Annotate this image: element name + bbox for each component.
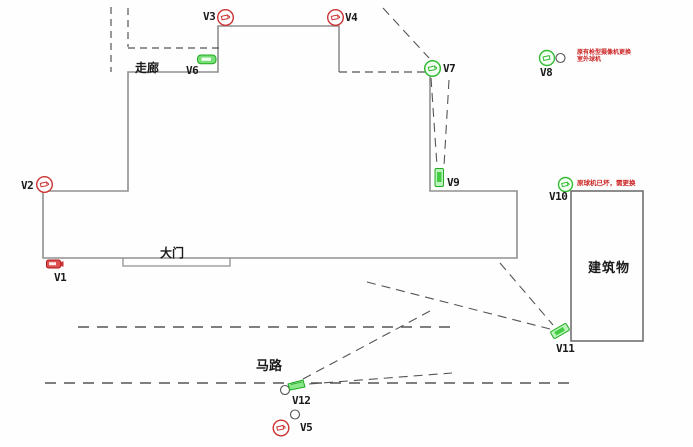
dome-camera-mount-icon xyxy=(538,49,566,67)
dome-camera-mount-icon xyxy=(272,409,301,437)
dome-camera-icon xyxy=(326,8,345,27)
dome-camera-icon xyxy=(423,59,442,78)
camera-v12-label: V12 xyxy=(292,394,311,407)
road-lines xyxy=(45,326,573,384)
v8-annotation: 原有枪型摄像机更换 室外球机 xyxy=(577,49,631,63)
dome-camera-icon xyxy=(557,176,574,193)
v8-annotation-line2: 室外球机 xyxy=(577,56,602,63)
bullet-camera-icon xyxy=(46,259,64,269)
secondary-building-outline xyxy=(570,190,644,342)
v10-annotation: 原球机已坏，需更换 xyxy=(577,179,636,187)
camera-v5-label: V5 xyxy=(300,421,313,434)
cone-camera-mount-icon xyxy=(279,379,306,395)
camera-v7-label: V7 xyxy=(443,62,456,75)
building-label: 建筑物 xyxy=(588,261,631,276)
corridor-dashed-lines xyxy=(110,7,224,72)
corridor-label: 走廊 xyxy=(135,61,160,75)
camera-v11-label: V11 xyxy=(556,342,575,355)
camera-v4-label: V4 xyxy=(345,11,358,24)
dome-camera-icon xyxy=(216,8,235,27)
dome-camera-icon xyxy=(35,175,54,194)
main-building-walls xyxy=(42,25,518,259)
camera-v6-label: V6 xyxy=(186,64,199,77)
v8-annotation-line1: 原有枪型摄像机更换 xyxy=(577,49,632,56)
camera-v8-label: V8 xyxy=(540,66,553,79)
camera-v2-label: V2 xyxy=(21,179,34,192)
camera-sight-lines xyxy=(302,7,554,385)
road-label: 马路 xyxy=(256,359,283,374)
camera-v9-label: V9 xyxy=(447,176,460,189)
bullet-camera-icon xyxy=(197,54,217,65)
box-camera-icon xyxy=(434,168,444,187)
camera-v10-label: V10 xyxy=(549,190,568,203)
gate-recess xyxy=(122,258,231,267)
camera-v1-label: V1 xyxy=(54,271,67,284)
gate-label: 大门 xyxy=(160,246,185,260)
box-camera-icon xyxy=(550,323,570,339)
camera-v3-label: V3 xyxy=(203,10,216,23)
